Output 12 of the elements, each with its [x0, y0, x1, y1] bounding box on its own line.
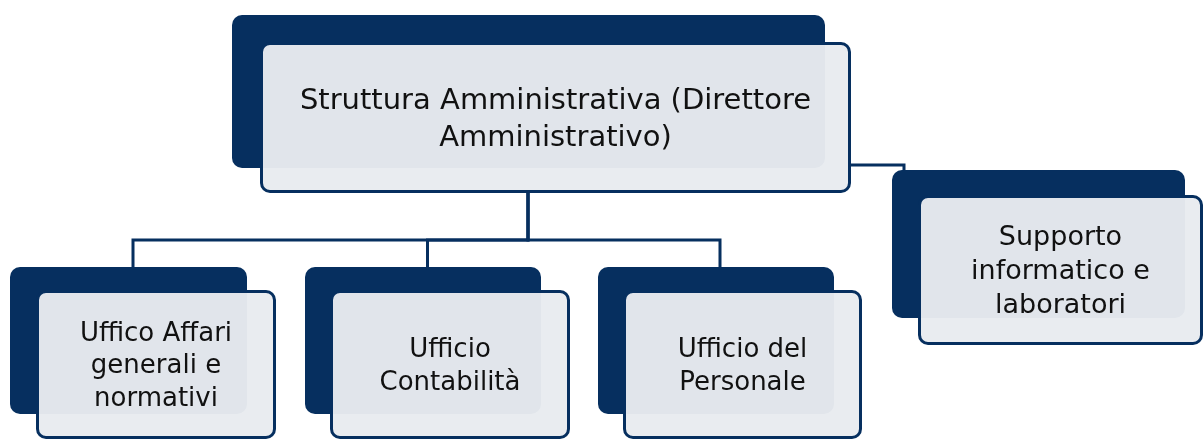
box-title: Struttura Amministrativa (Direttore Amministrativo) — [298, 81, 813, 154]
box-title: Ufficio Contabilità — [378, 332, 522, 397]
box-title: Ufficio del Personale — [676, 332, 809, 397]
connector-line — [851, 163, 906, 170]
org-box — [305, 267, 570, 439]
org-box — [10, 267, 276, 439]
box-title: Supporto informatico e laboratori — [970, 219, 1151, 321]
org-box — [598, 267, 862, 439]
org-box — [892, 170, 1203, 345]
box-title: Uffico Affari generali e normativi — [78, 315, 234, 414]
org-box — [232, 15, 851, 193]
connector-line — [526, 193, 722, 267]
